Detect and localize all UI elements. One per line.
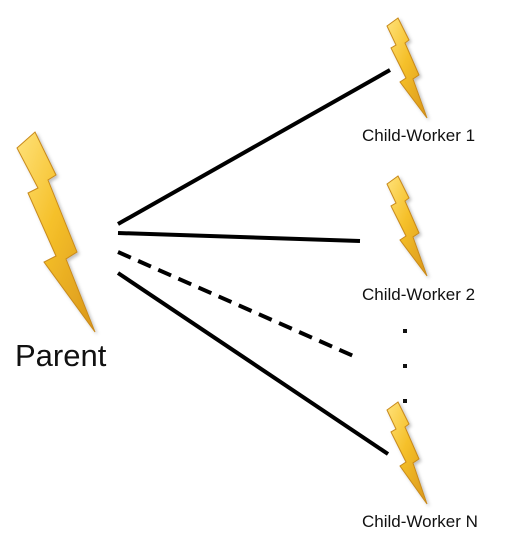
ellipsis-dot (403, 329, 407, 333)
child-worker-1-lightning-bolt-icon (386, 17, 428, 119)
connector-child-worker-n (116, 271, 390, 456)
ellipsis-dot (403, 399, 407, 403)
connector-dashed-intermediate (117, 250, 359, 360)
connector-child-worker-2 (117, 231, 361, 243)
child-worker-2-label: Child-Worker 2 (362, 285, 476, 304)
parent-label: Parent (15, 338, 107, 373)
connector-child-worker-1 (117, 68, 391, 226)
child-worker-n-lightning-bolt-icon (386, 401, 428, 505)
parent-lightning-bolt-icon (16, 131, 96, 333)
ellipsis-dot (403, 364, 407, 368)
child-worker-n-label: Child-Worker N (362, 512, 478, 531)
child-worker-1-label: Child-Worker 1 (362, 126, 476, 145)
child-worker-2-lightning-bolt-icon (386, 175, 428, 277)
